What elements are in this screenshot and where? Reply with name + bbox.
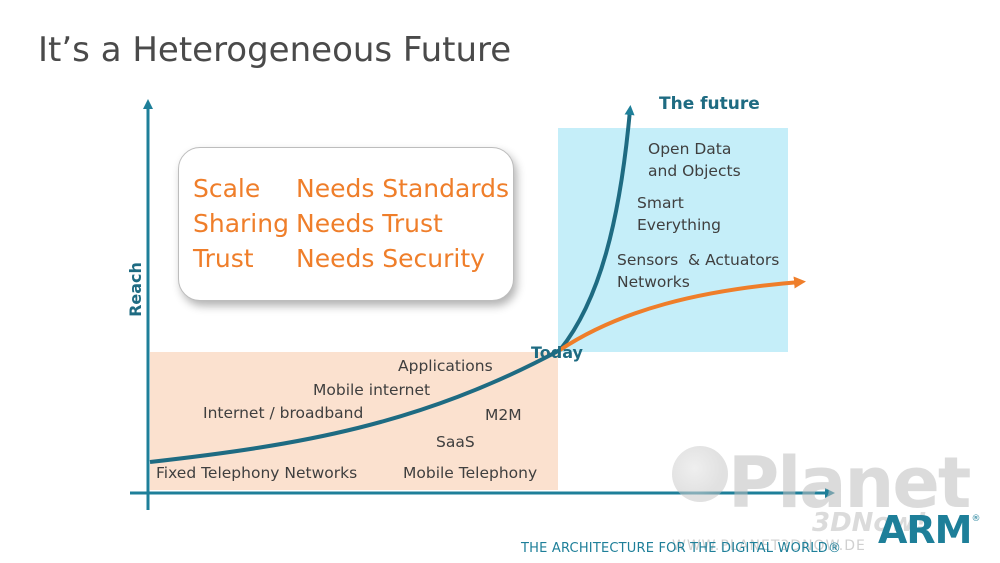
label-mobile-internet: Mobile internet — [313, 381, 431, 399]
label-applications: Applications — [398, 357, 493, 375]
watermark-logo-icon — [672, 446, 728, 502]
future-region — [558, 128, 788, 352]
callout-box: Scale Needs Standards Sharing Needs Trus… — [178, 147, 514, 301]
watermark-text: Planet — [728, 442, 971, 524]
callout-value: Needs Security — [296, 244, 485, 273]
growth-curve-gentle — [558, 276, 806, 352]
growth-curve-past — [149, 348, 561, 464]
label-mobile-telephony: Mobile Telephony — [403, 464, 538, 482]
arm-logo-mark: ® — [971, 514, 980, 524]
growth-curve-steep — [558, 105, 635, 352]
watermark-sub: 3DNow! — [812, 508, 928, 538]
arm-logo: ARM® — [878, 508, 980, 552]
callout-key: Scale — [193, 174, 261, 203]
label-m2m: M2M — [485, 406, 522, 424]
tagline-text: THE ARCHITECTURE FOR THE DIGITAL WORLD — [521, 541, 828, 556]
y-axis-label: Reach — [125, 262, 145, 317]
label-sensors-networks: Sensors & Actuators Networks — [617, 251, 780, 291]
callout-key: Trust — [193, 244, 254, 273]
watermark-url: WWW.PLANET3DNOW.DE — [672, 538, 866, 554]
watermark: Planet 3DNow! WWW.PLANET3DNOW.DE — [672, 436, 972, 556]
callout-key: Sharing — [193, 209, 289, 238]
arm-logo-text: ARM — [878, 508, 972, 552]
slide-title: It’s a Heterogeneous Future — [38, 30, 512, 70]
callout-value: Needs Standards — [296, 174, 510, 203]
label-today: Today — [531, 343, 583, 362]
label-the-future: The future — [659, 94, 760, 114]
callout-value: Needs Trust — [296, 209, 443, 238]
label-saas: SaaS — [436, 433, 475, 451]
label-open-data: Open Data and Objects — [648, 140, 741, 180]
label-fixed-telephony: Fixed Telephony Networks — [156, 464, 358, 482]
past-region — [150, 352, 558, 490]
tagline-trademark: ® — [827, 541, 842, 556]
label-internet-broadband: Internet / broadband — [203, 404, 364, 422]
label-smart-everything: Smart Everything — [637, 194, 721, 234]
footer-tagline: THE ARCHITECTURE FOR THE DIGITAL WORLD® — [521, 541, 841, 556]
